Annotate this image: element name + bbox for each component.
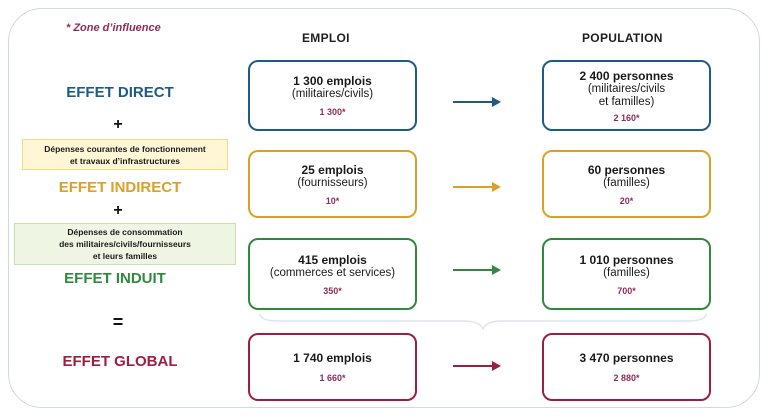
emploi-indirect-main: 25 emplois [301,162,364,177]
header-population: POPULATION [582,31,663,45]
effet-global-label: EFFET GLOBAL [62,353,178,370]
population-indirect-zone: 20* [619,195,634,206]
sum-brace [259,313,707,332]
population-global-main: 3 470 personnes [579,351,674,365]
population-box-direct: 2 400 personnes (militaires/civils et fa… [542,60,711,131]
header-emploi: EMPLOI [302,31,350,45]
emploi-induit-sub: (commerces et services) [269,266,396,279]
emploi-indirect-sub: (fournisseurs) [297,176,368,189]
note-induit: Dépenses de consommation des militaires/… [14,223,236,265]
population-induit-zone: 700* [617,285,636,296]
effet-indirect-label: EFFET INDIRECT [58,179,182,196]
note-induit-line-3: et leurs familles [92,251,158,261]
population-direct-main: 2 400 personnes [579,68,674,83]
population-induit-main: 1 010 personnes [579,252,674,267]
emploi-box-induit: 415 emplois (commerces et services) 350* [248,238,417,310]
arrow-direct [453,97,501,107]
emploi-direct-sub: (militaires/civils) [291,88,374,100]
zone-note: * Zone d’influence [66,22,161,34]
population-indirect-sub: (familles) [603,176,650,189]
plus-operator-1: + [113,116,123,133]
emploi-box-global: 1 740 emplois 1 660* [248,333,417,401]
population-induit-sub: (familles) [603,266,650,279]
emploi-induit-zone: 350* [323,285,342,296]
arrow-global [453,361,501,371]
arrow-indirect [453,182,501,192]
note-indirect: Dépenses courantes de fonctionnement et … [22,139,228,170]
plus-operator-2: + [113,202,123,219]
emploi-global-main: 1 740 emplois [293,351,372,365]
population-direct-sub-2: et familles) [598,95,655,108]
population-global-zone: 2 880* [613,373,640,383]
population-box-induit: 1 010 personnes (familles) 700* [542,238,711,310]
population-box-indirect: 60 personnes (familles) 20* [542,150,711,218]
emploi-global-zone: 1 660* [319,373,346,383]
note-induit-line-1: Dépenses de consommation [67,227,183,237]
diagram-frame [8,8,760,408]
emploi-box-direct: 1 300 emplois (militaires/civils) 1 300* [248,60,417,131]
population-indirect-main: 60 personnes [587,162,666,177]
equals-operator: = [112,312,124,332]
population-box-global: 3 470 personnes 2 880* [542,333,711,401]
population-direct-sub-1: (militaires/civils [587,82,666,95]
note-indirect-line-1: Dépenses courantes de fonctionnement [44,143,206,154]
note-indirect-line-2: et travaux d’infrastructures [69,155,181,166]
emploi-direct-zone: 1 300* [319,107,346,117]
emploi-induit-main: 415 emplois [298,252,367,267]
emploi-indirect-zone: 10* [325,195,340,206]
note-induit-line-2: des militaires/civils/fournisseurs [59,239,191,249]
effet-direct-label: EFFET DIRECT [66,84,174,101]
arrow-induit [453,265,501,275]
population-direct-zone: 2 160* [613,112,640,123]
effet-induit-label: EFFET INDUIT [64,270,166,287]
emploi-box-indirect: 25 emplois (fournisseurs) 10* [248,150,417,218]
emploi-direct-main: 1 300 emplois [293,74,372,88]
